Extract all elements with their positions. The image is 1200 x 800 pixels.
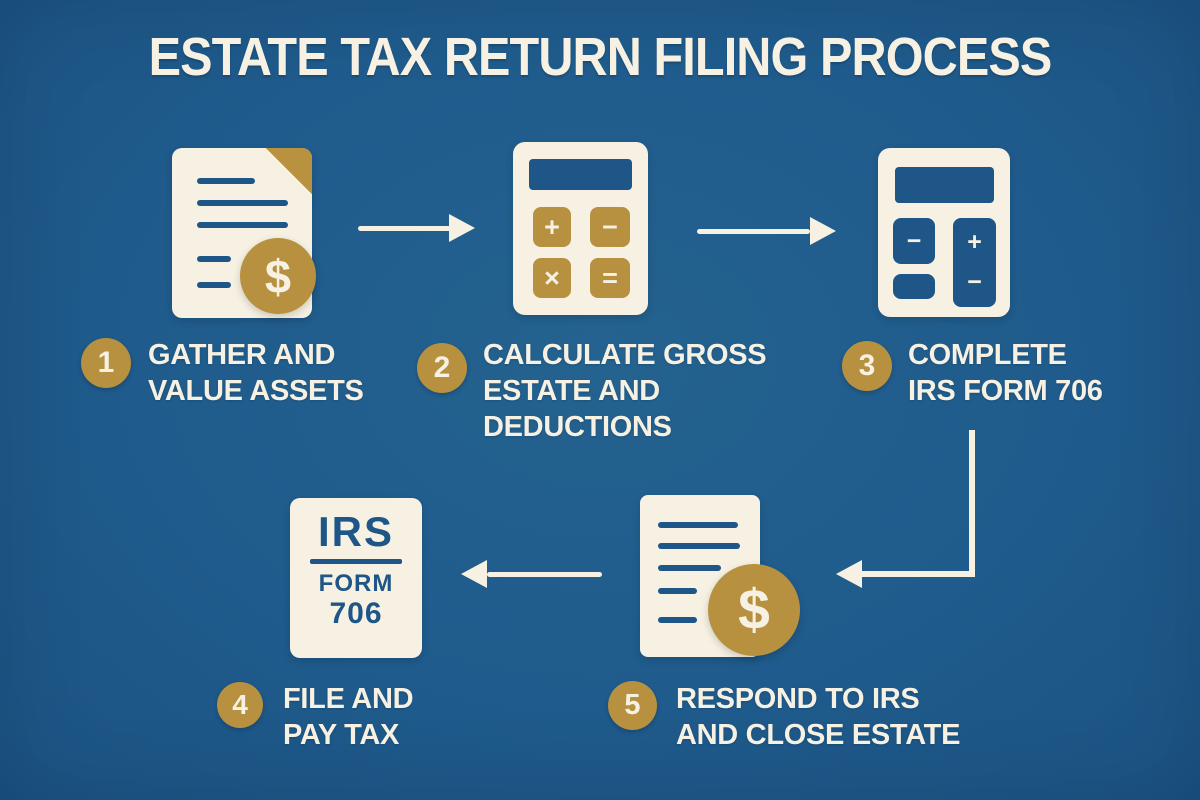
step-label-line: VALUE ASSETS bbox=[148, 375, 364, 407]
step-label-line: IRS FORM 706 bbox=[908, 375, 1103, 407]
irs-form-706-card-icon: IRS FORM 706 bbox=[290, 498, 422, 658]
calculator-plus-button-icon: + bbox=[533, 207, 571, 247]
calculator-screen bbox=[529, 159, 632, 190]
step-number: 2 bbox=[433, 351, 451, 384]
arrowhead-right-icon bbox=[810, 217, 836, 245]
plus-glyph: + bbox=[544, 211, 560, 242]
step-label-line: ESTATE AND bbox=[483, 375, 660, 407]
step-label-line: CALCULATE GROSS bbox=[483, 339, 767, 371]
page-title: ESTATE TAX RETURN FILING PROCESS bbox=[148, 27, 1053, 87]
step-number: 5 bbox=[624, 689, 641, 721]
step-label-5: RESPOND TO IRS AND CLOSE ESTATE bbox=[676, 681, 960, 753]
minus-glyph: − bbox=[602, 211, 618, 242]
arrowhead-left-icon bbox=[461, 560, 487, 588]
document-line bbox=[197, 282, 231, 288]
step-number: 4 bbox=[232, 689, 248, 720]
step-label-3: COMPLETE IRS FORM 706 bbox=[908, 337, 1103, 409]
document-line bbox=[658, 565, 721, 571]
folded-corner-icon bbox=[266, 148, 312, 194]
document-line bbox=[197, 256, 231, 262]
multiply-glyph: × bbox=[544, 262, 560, 293]
step-number-badge: 3 bbox=[842, 341, 892, 391]
arrowhead-right-icon bbox=[449, 214, 475, 242]
document-dollar-icon: $ bbox=[640, 495, 800, 657]
step-number-badge: 2 bbox=[417, 343, 467, 393]
calculator-equals-button-icon: = bbox=[590, 258, 630, 298]
dollar-sign: $ bbox=[738, 578, 770, 642]
step-number-badge: 4 bbox=[217, 682, 263, 728]
calculator-alt-icon: − + − bbox=[878, 148, 1010, 317]
step-number: 3 bbox=[858, 349, 876, 382]
dollar-badge-icon: $ bbox=[240, 238, 316, 314]
irs-card-divider bbox=[310, 559, 402, 564]
step-number-badge: 1 bbox=[81, 338, 131, 388]
calculator-multiply-button-icon: × bbox=[533, 258, 571, 298]
arrow-step2-to-step3 bbox=[697, 229, 810, 234]
document-dollar-icon: $ bbox=[172, 148, 316, 318]
step-label-line: PAY TAX bbox=[283, 719, 400, 751]
dollar-sign: $ bbox=[264, 249, 292, 303]
irs-card-form-text: FORM bbox=[318, 570, 394, 597]
step-label-line: DEDUCTIONS bbox=[483, 411, 672, 443]
plus-glyph: + bbox=[967, 227, 982, 256]
document-line bbox=[658, 588, 697, 594]
equals-glyph: = bbox=[602, 262, 618, 293]
document-line bbox=[658, 617, 697, 623]
document-line bbox=[197, 222, 288, 228]
calculator-blank-button-icon bbox=[893, 274, 935, 299]
step-label-line: COMPLETE bbox=[908, 339, 1067, 371]
arrow-step1-to-step2 bbox=[358, 226, 451, 231]
minus-glyph: − bbox=[967, 268, 982, 297]
irs-card-title: IRS bbox=[317, 508, 394, 555]
step-label-line: GATHER AND bbox=[148, 339, 336, 371]
irs-card-number-text: 706 bbox=[329, 597, 383, 630]
step-label-1: GATHER AND VALUE ASSETS bbox=[148, 337, 364, 409]
step-label-line: RESPOND TO IRS bbox=[676, 683, 920, 715]
calculator-screen bbox=[895, 167, 994, 203]
calculator-minus-button-icon: − bbox=[893, 218, 935, 264]
calculator-icon: + − × = bbox=[513, 142, 648, 315]
arrow-step3-down-segment bbox=[969, 430, 975, 577]
document-line bbox=[197, 200, 288, 206]
calculator-tall-button-icon: + − bbox=[953, 218, 996, 307]
document-line bbox=[197, 178, 255, 184]
calculator-minus-button-icon: − bbox=[590, 207, 630, 247]
step-number-badge: 5 bbox=[608, 681, 657, 730]
minus-glyph: − bbox=[906, 226, 922, 255]
document-line bbox=[658, 543, 740, 549]
step-label-line: FILE AND bbox=[283, 683, 414, 715]
arrow-step5-to-step4 bbox=[487, 572, 602, 577]
step-label-2: CALCULATE GROSS ESTATE AND DEDUCTIONS bbox=[483, 337, 767, 445]
step-number: 1 bbox=[97, 346, 115, 379]
step-label-line: AND CLOSE ESTATE bbox=[676, 719, 961, 751]
document-line bbox=[658, 522, 738, 528]
dollar-badge-icon: $ bbox=[708, 564, 800, 656]
arrowhead-left-icon bbox=[836, 560, 862, 588]
step-label-4: FILE AND PAY TAX bbox=[283, 681, 414, 753]
arrow-step3-left-segment bbox=[860, 571, 975, 577]
